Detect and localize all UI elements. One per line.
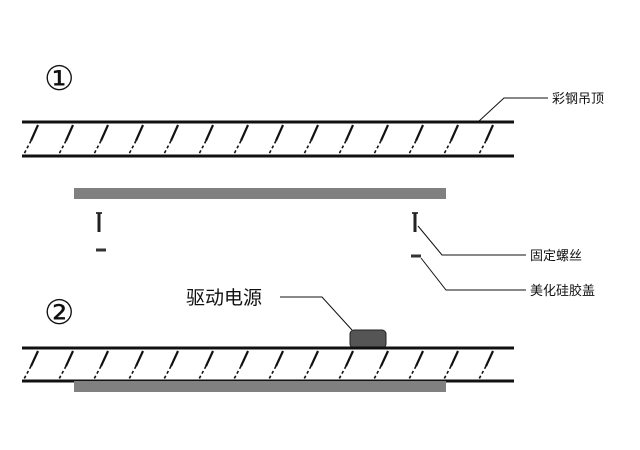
hatch-stroke	[134, 124, 145, 142]
hatch-stroke	[450, 350, 459, 367]
hatch-stroke	[23, 140, 32, 155]
hatch-stroke	[23, 365, 32, 380]
cap-leader-line	[420, 257, 526, 291]
hatch-stroke	[415, 350, 424, 367]
ceiling-leader-line	[477, 97, 548, 123]
hatch-stroke	[478, 140, 487, 155]
step-two-marker: ②	[44, 293, 74, 333]
hatch-stroke	[485, 350, 494, 367]
hatch-stroke	[100, 350, 109, 367]
hatch-stroke	[163, 365, 172, 380]
hatch-stroke	[303, 140, 312, 155]
hatch-stroke	[268, 140, 277, 155]
hatch-stroke	[169, 124, 180, 142]
hatch-stroke	[449, 124, 460, 142]
hatch-stroke	[373, 140, 382, 155]
hatch-stroke	[408, 365, 417, 380]
hatch-stroke	[93, 140, 102, 155]
hatch-stroke	[135, 350, 144, 367]
ceiling-panel-top	[22, 120, 514, 158]
step-one-marker: ①	[44, 59, 74, 99]
hatch-stroke	[268, 365, 277, 380]
hatch-stroke	[163, 140, 172, 155]
hatch-stroke	[128, 140, 137, 155]
driver-power-box	[349, 329, 387, 349]
hatch-stroke	[65, 350, 74, 367]
hatch-stroke	[338, 365, 347, 380]
driver-label: 驱动电源	[186, 287, 262, 309]
hatch-stroke	[128, 365, 137, 380]
hatch-stroke	[233, 365, 242, 380]
hatch-stroke	[204, 124, 215, 142]
hatch-stroke	[478, 365, 487, 380]
hatch-stroke	[344, 124, 355, 142]
hatch-stroke	[484, 124, 495, 142]
hatch-stroke	[93, 365, 102, 380]
ceiling-hatching	[23, 124, 495, 155]
ceiling-label: 彩钢吊顶	[552, 92, 604, 107]
hatch-stroke	[443, 140, 452, 155]
hatch-stroke	[408, 140, 417, 155]
hatch-stroke	[29, 124, 40, 142]
hatch-stroke	[379, 124, 390, 142]
hatch-stroke	[240, 350, 249, 367]
screw-left	[96, 212, 102, 232]
hatch-stroke	[99, 124, 110, 142]
hatch-stroke	[309, 124, 320, 142]
hatch-stroke	[373, 365, 382, 380]
hatch-stroke	[239, 124, 250, 142]
driver-leader-line	[280, 296, 353, 331]
hatch-stroke	[198, 140, 207, 155]
hatch-stroke	[338, 140, 347, 155]
hatch-stroke	[310, 350, 319, 367]
hatch-stroke	[58, 140, 67, 155]
hatch-stroke	[205, 350, 214, 367]
cap-label: 美化硅胶盖	[530, 283, 595, 299]
hatch-stroke	[233, 140, 242, 155]
hatch-stroke	[58, 365, 67, 380]
ceiling2-hatching	[23, 350, 494, 380]
light-panel-detached	[74, 188, 446, 199]
ceiling-panel-bottom	[22, 346, 514, 383]
hatch-stroke	[170, 350, 179, 367]
hatch-stroke	[414, 124, 425, 142]
hatch-stroke	[64, 124, 75, 142]
hatch-stroke	[345, 350, 354, 367]
hatch-stroke	[274, 124, 285, 142]
hatch-stroke	[30, 350, 39, 367]
screw-right	[412, 212, 418, 232]
screw-label: 固定螺丝	[530, 249, 582, 264]
light-panel-mounted	[74, 381, 446, 392]
screw-leader-line	[417, 225, 526, 256]
hatch-stroke	[275, 350, 284, 367]
hatch-stroke	[380, 350, 389, 367]
hatch-stroke	[198, 365, 207, 380]
hatch-stroke	[303, 365, 312, 380]
hatch-stroke	[443, 365, 452, 380]
